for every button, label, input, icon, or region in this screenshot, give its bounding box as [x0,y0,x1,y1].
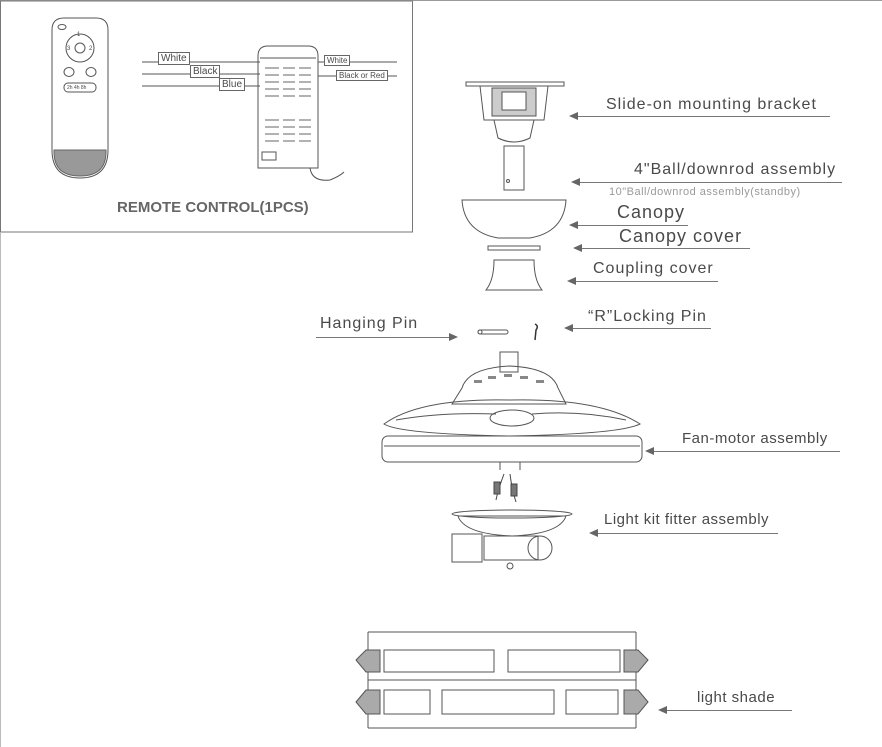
mounting-bracket-drawing [465,81,565,143]
arrow-light-shade [658,706,667,714]
remote-box-title: REMOTE CONTROL(1PCS) [117,199,309,216]
remote-key-right: 2 [89,46,93,52]
arrow-canopy [569,221,578,229]
downrod-drawing [503,145,525,191]
leader-fan-motor [654,451,840,452]
leader-coupling-cover [576,281,718,282]
light-shade-drawing [355,631,649,729]
label-canopy: Canopy [617,202,686,222]
wire-label-black-in: Black [190,65,221,78]
arrow-locking-pin [564,324,573,332]
leader-downrod [580,182,842,183]
remote-box-frame [0,0,413,233]
locking-pin-drawing [534,323,539,341]
leader-light-shade [667,710,792,711]
canopy-cover-drawing [487,245,541,251]
arrow-canopy-cover [573,244,582,252]
remote-timer-keys: 2h 4h 8h [67,85,87,91]
remote-key-left: 3 [67,46,71,52]
arrow-fan-motor [645,447,654,455]
remote-handset [51,17,109,179]
arrow-downrod [571,178,580,186]
receiver-box [257,45,345,181]
wire-label-white-out: White [324,55,351,66]
sublabel-downrod-standby: 10"Ball/downrod assembly(standby) [609,186,801,198]
label-locking-pin: “R”Locking Pin [588,308,707,325]
arrow-mounting-bracket [569,112,578,120]
remote-key-top: 1 [77,32,81,38]
leader-canopy-cover [582,248,750,249]
arrow-light-kit-fitter [589,529,598,537]
light-kit-fitter-drawing [451,509,573,570]
fan-motor-drawing [381,351,643,470]
label-canopy-cover: Canopy cover [619,226,743,246]
arrow-coupling-cover [567,277,576,285]
label-downrod: 4"Ball/downrod assembly [634,161,837,178]
leader-canopy [578,225,688,226]
connector-wires [493,473,518,503]
canopy-drawing [461,199,567,239]
label-coupling-cover: Coupling cover [593,260,714,277]
leader-light-kit-fitter [598,533,778,534]
wire-label-white-in: White [158,52,190,65]
leader-hanging-pin [316,337,449,338]
wire-label-blue-in: Blue [219,78,246,91]
label-hanging-pin: Hanging Pin [320,315,419,332]
hanging-pin-drawing [477,329,509,335]
label-light-shade: light shade [697,689,776,706]
label-fan-motor: Fan-motor assembly [682,430,828,447]
leader-locking-pin [573,328,711,329]
label-mounting-bracket: Slide-on mounting bracket [606,96,817,113]
arrow-hanging-pin [449,333,458,341]
label-light-kit-fitter: Light kit fitter assembly [604,511,770,528]
wire-label-black-or-red-out: Black or Red [336,70,388,81]
leader-mounting-bracket [578,116,830,117]
coupling-cover-drawing [484,259,544,291]
